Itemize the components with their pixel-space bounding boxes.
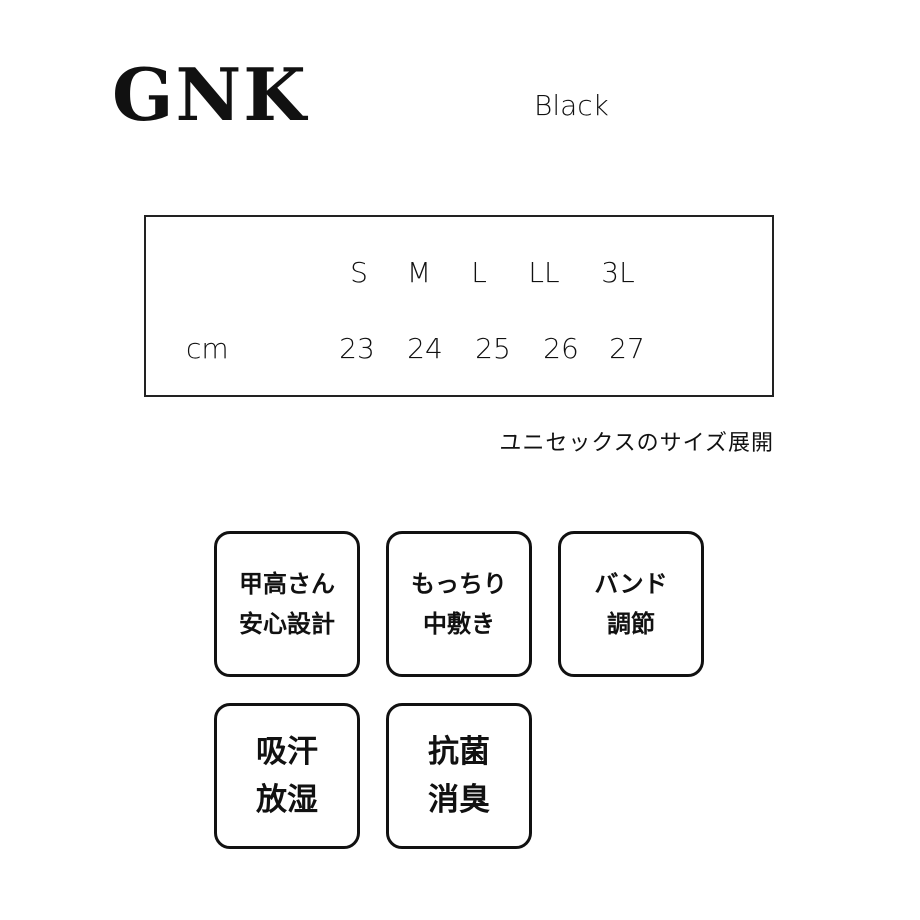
size-header-l: L [471,256,487,289]
size-value-ll: 26 [543,332,579,365]
unisex-size-note: ユニセックスのサイズ展開 [499,431,774,456]
feature-line: 吸汗 [256,734,318,770]
feature-line: 放湿 [256,782,318,818]
size-value-s: 23 [339,332,375,365]
feature-line: 甲高さん [239,570,335,598]
size-header-m: M [406,256,432,289]
feature-badge-high-instep: 甲高さん 安心設計 [214,531,360,677]
feature-line: 抗菌 [428,734,490,770]
feature-line: 中敷き [423,610,495,638]
size-value-l: 25 [475,332,511,365]
size-header-s: S [350,256,368,289]
feature-badge-sweat: 吸汗 放湿 [214,703,360,849]
feature-line: 安心設計 [239,610,335,638]
size-header-3l: 3L [601,256,635,289]
brand-logo: GNK [112,52,308,137]
feature-line: 消臭 [428,782,490,818]
feature-line: 調節 [607,610,655,638]
feature-badge-antibacterial: 抗菌 消臭 [386,703,532,849]
unit-label: cm [186,332,229,365]
feature-line: もっちり [411,570,507,598]
feature-badge-band: バンド 調節 [558,531,704,677]
feature-line: バンド [594,570,668,598]
feature-badge-insole: もっちり 中敷き [386,531,532,677]
color-name: Black [534,89,609,122]
size-value-3l: 27 [609,332,645,365]
size-value-m: 24 [407,332,443,365]
size-header-ll: LL [528,256,560,289]
size-table: S M L LL 3L cm 23 24 25 26 27 [144,215,774,397]
